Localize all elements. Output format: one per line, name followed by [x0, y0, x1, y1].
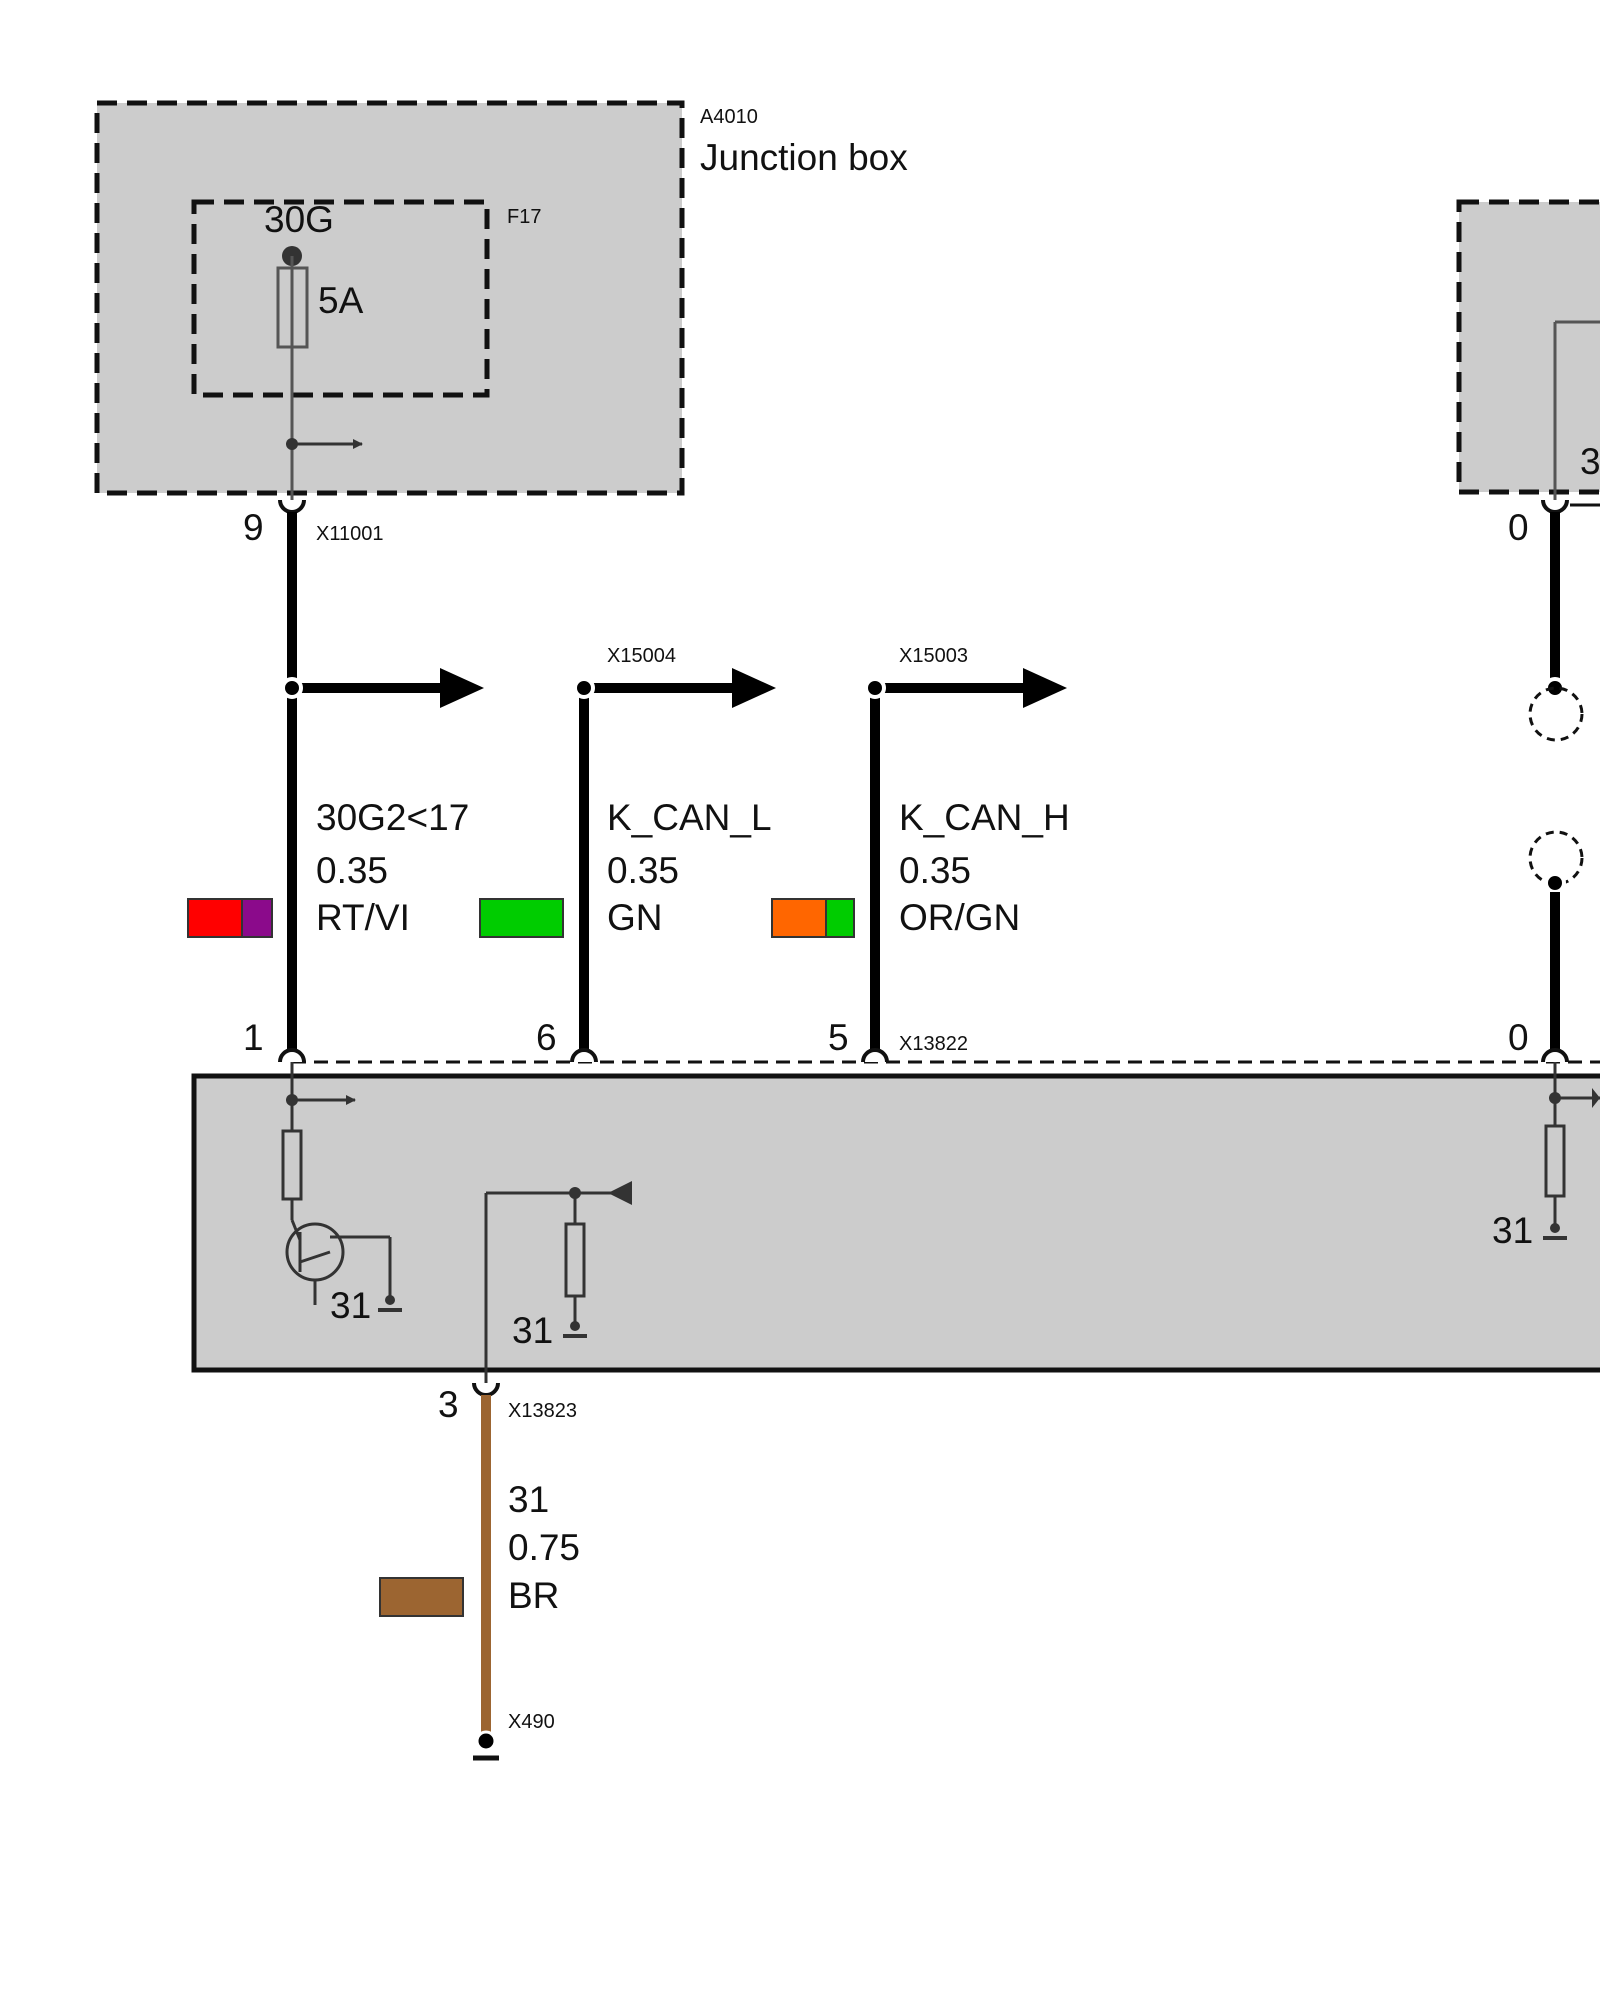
pin-1-socket: [278, 1048, 306, 1063]
pin-6-socket: [570, 1048, 598, 1063]
control-module: [191, 1073, 1600, 1373]
right-top-pin-label: 0: [1508, 507, 1529, 548]
wire-2-swatch: [479, 898, 564, 938]
wire-2-color-code: GN: [607, 897, 663, 938]
right-component: [1456, 199, 1600, 495]
transistor-emitter: [299, 1250, 331, 1264]
fuse-terminal-label: 30G: [264, 199, 334, 240]
connector-x13823-label: X13823: [508, 1400, 577, 1422]
pin-9-label: 9: [243, 507, 264, 548]
wire-1-signal: 30G2<17: [316, 797, 469, 838]
wire-3-signal: K_CAN_H: [899, 797, 1070, 838]
right-splice-lower: [1544, 872, 1566, 894]
connector-x13822-label: X13822: [899, 1033, 968, 1055]
ground-dot-3: [1550, 1223, 1560, 1233]
fuse-box: [191, 199, 490, 398]
connector-x15004: [573, 677, 595, 699]
wire-1-color-code: RT/VI: [316, 897, 410, 938]
connector-x15004-label: X15004: [607, 645, 676, 667]
right-connector-top: [1541, 499, 1569, 514]
ground-point-label: X490: [508, 1711, 555, 1733]
junction-box: [94, 100, 685, 496]
ground-wire-gauge: 0.75: [508, 1527, 580, 1568]
wire-3-swatch-b: [825, 898, 855, 938]
right-bottom-pin-label: 0: [1508, 1017, 1529, 1058]
ground-wire-color-code: BR: [508, 1575, 559, 1616]
wire-3-color-code: OR/GN: [899, 897, 1020, 938]
wire-rt-vi-splice: [281, 677, 303, 699]
wire-k-can-h-arrow: [1023, 668, 1067, 708]
wire-1-swatch-b: [241, 898, 273, 938]
right-open-connector-lower: [1528, 830, 1584, 886]
ground-label-2: 31: [512, 1310, 553, 1351]
wire-3-swatch-a: [771, 898, 827, 938]
ground-wire-swatch: [379, 1577, 464, 1617]
ground-point-x490: [475, 1730, 497, 1752]
right-bottom-socket: [1541, 1048, 1569, 1063]
right-box-label: 3: [1580, 441, 1600, 482]
module-input-arrow: [608, 1181, 632, 1205]
wire-1-swatch-a: [187, 898, 243, 938]
junction-box-id: A4010: [700, 106, 758, 128]
right-open-connector-upper: [1528, 686, 1584, 742]
ground-label-1: 31: [330, 1285, 371, 1326]
pin-5-label: 5: [828, 1017, 849, 1058]
connector-x15003-label: X15003: [899, 645, 968, 667]
ground-label-3: 31: [1492, 1210, 1533, 1251]
pin-6-label: 6: [536, 1017, 557, 1058]
pin-5-socket: [861, 1048, 889, 1063]
pin-3-label: 3: [438, 1384, 459, 1425]
ground-wire-signal: 31: [508, 1479, 549, 1520]
junction-box-title: Junction box: [700, 137, 908, 178]
fuse-rating: 5A: [318, 280, 364, 321]
connector-x15003: [864, 677, 886, 699]
transistor-collector: [290, 1219, 302, 1241]
pin-1-label: 1: [243, 1017, 264, 1058]
wire-2-gauge: 0.35: [607, 850, 679, 891]
fuse-symbol: [276, 266, 309, 349]
connector-x11001-label: X11001: [316, 523, 383, 545]
connector-x13823: [472, 1382, 500, 1397]
ground-dot-1: [385, 1295, 395, 1305]
right-branch-arrowhead: [1592, 1088, 1600, 1108]
wire-rt-vi-arrow: [440, 668, 484, 708]
wire-3-gauge: 0.35: [899, 850, 971, 891]
connector-x11001: [278, 499, 306, 514]
fuse-id: F17: [507, 206, 541, 228]
wire-1-gauge: 0.35: [316, 850, 388, 891]
wire-k-can-l-arrow: [732, 668, 776, 708]
wire-2-signal: K_CAN_L: [607, 797, 772, 838]
ground-dot-2: [570, 1321, 580, 1331]
